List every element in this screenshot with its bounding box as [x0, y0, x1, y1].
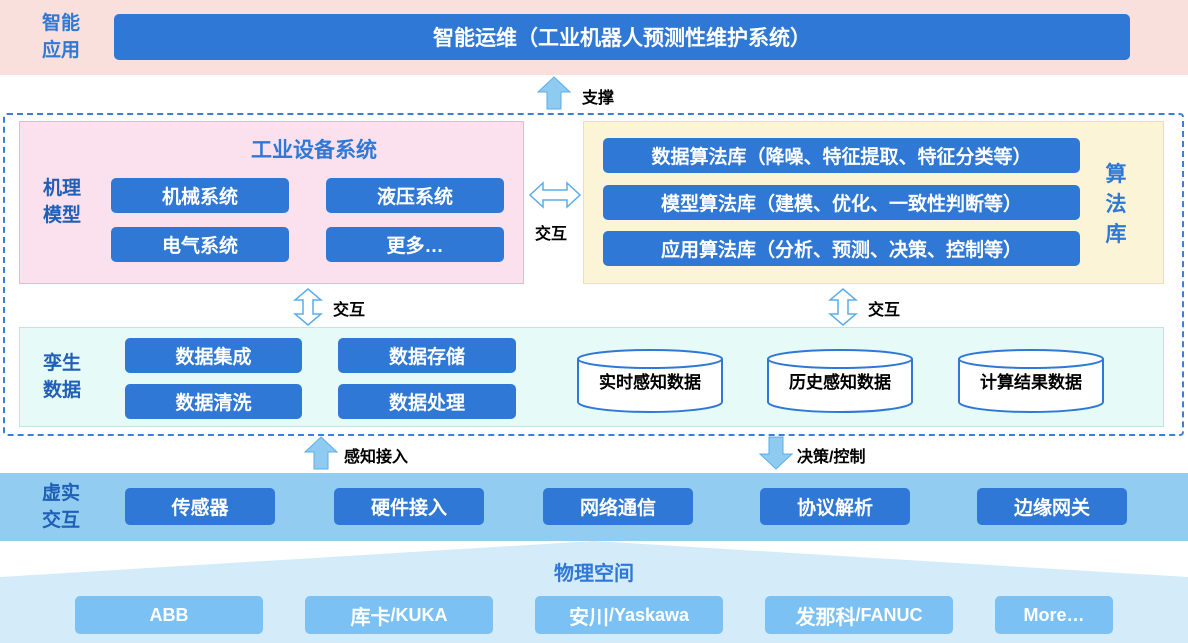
vendor-fanuc-cn: 发那科 — [795, 606, 856, 629]
vendor-fanuc[interactable]: 发那科/FANUC — [765, 596, 953, 634]
store-realtime-label: 实时感知数据 — [599, 373, 701, 392]
vendor-yaskawa[interactable]: 安川/Yaskawa — [535, 596, 723, 634]
vr-item-sensor[interactable]: 传感器 — [125, 488, 275, 525]
algorithm-label: 算法库 — [1105, 163, 1127, 246]
twin-item-integration[interactable]: 数据集成 — [125, 338, 302, 373]
mechanism-item-hydraulic[interactable]: 液压系统 — [326, 178, 504, 213]
platform-frame — [3, 113, 1184, 436]
interact-label-left: 交互 — [333, 302, 366, 319]
vr-item-hardware[interactable]: 硬件接入 — [334, 488, 484, 525]
store-results-label: 计算结果数据 — [980, 373, 1082, 392]
vendor-fanuc-en: /FANUC — [855, 604, 923, 625]
store-realtime: 实时感知数据 — [576, 348, 724, 414]
physical-title: 物理空间 — [554, 563, 634, 585]
algorithm-item-data[interactable]: 数据算法库（降噪、特征提取、特征分类等） — [603, 138, 1080, 173]
vr-item-network[interactable]: 网络通信 — [543, 488, 693, 525]
vendor-yaskawa-cn: 安川 — [568, 606, 609, 629]
virtual-real-label: 虚实交互 — [41, 483, 80, 531]
algorithm-item-model[interactable]: 模型算法库（建模、优化、一致性判断等） — [603, 185, 1080, 220]
interact-label-middle: 交互 — [535, 226, 568, 243]
sense-access-label: 感知接入 — [344, 449, 409, 466]
vendor-abb-en: ABB — [149, 604, 189, 625]
up-arrow-icon — [304, 436, 338, 470]
twin-data-label: 孪生数据 — [42, 353, 81, 401]
vendor-kuka-cn: 库卡 — [350, 606, 391, 629]
twin-item-cleaning[interactable]: 数据清洗 — [125, 384, 302, 419]
store-history-label: 历史感知数据 — [789, 373, 891, 392]
down-arrow-icon — [759, 436, 793, 470]
twin-item-processing[interactable]: 数据处理 — [338, 384, 516, 419]
algorithm-item-application[interactable]: 应用算法库（分析、预测、决策、控制等） — [603, 231, 1080, 266]
left-right-arrow-icon — [529, 181, 581, 209]
interact-label-right: 交互 — [868, 302, 901, 319]
support-label: 支撑 — [582, 90, 615, 107]
vendor-kuka-en: /KUKA — [390, 604, 448, 625]
mechanism-item-electrical[interactable]: 电气系统 — [111, 227, 289, 262]
vendor-kuka[interactable]: 库卡/KUKA — [305, 596, 493, 634]
vr-item-edge-gateway[interactable]: 边缘网关 — [977, 488, 1127, 525]
mechanism-title: 工业设备系统 — [251, 139, 377, 162]
store-results: 计算结果数据 — [957, 348, 1105, 414]
vendor-yaskawa-en: /Yaskawa — [608, 604, 690, 625]
mechanism-item-mechanical[interactable]: 机械系统 — [111, 178, 289, 213]
mechanism-item-more[interactable]: 更多… — [326, 227, 504, 262]
up-arrow-icon — [537, 76, 571, 110]
vendor-abb[interactable]: ABB — [75, 596, 263, 634]
up-down-arrow-icon — [293, 288, 323, 326]
twin-item-storage[interactable]: 数据存储 — [338, 338, 516, 373]
vr-item-protocol[interactable]: 协议解析 — [760, 488, 910, 525]
vendor-more-en: More… — [1023, 604, 1085, 625]
store-history: 历史感知数据 — [766, 348, 914, 414]
up-down-arrow-icon — [828, 288, 858, 326]
decision-control-label: 决策/控制 — [797, 449, 866, 466]
app-banner[interactable]: 智能运维（工业机器人预测性维护系统） — [114, 14, 1130, 60]
vendor-more[interactable]: More… — [995, 596, 1113, 634]
app-layer-label: 智能应用 — [41, 13, 80, 61]
mechanism-label: 机理模型 — [42, 178, 81, 226]
